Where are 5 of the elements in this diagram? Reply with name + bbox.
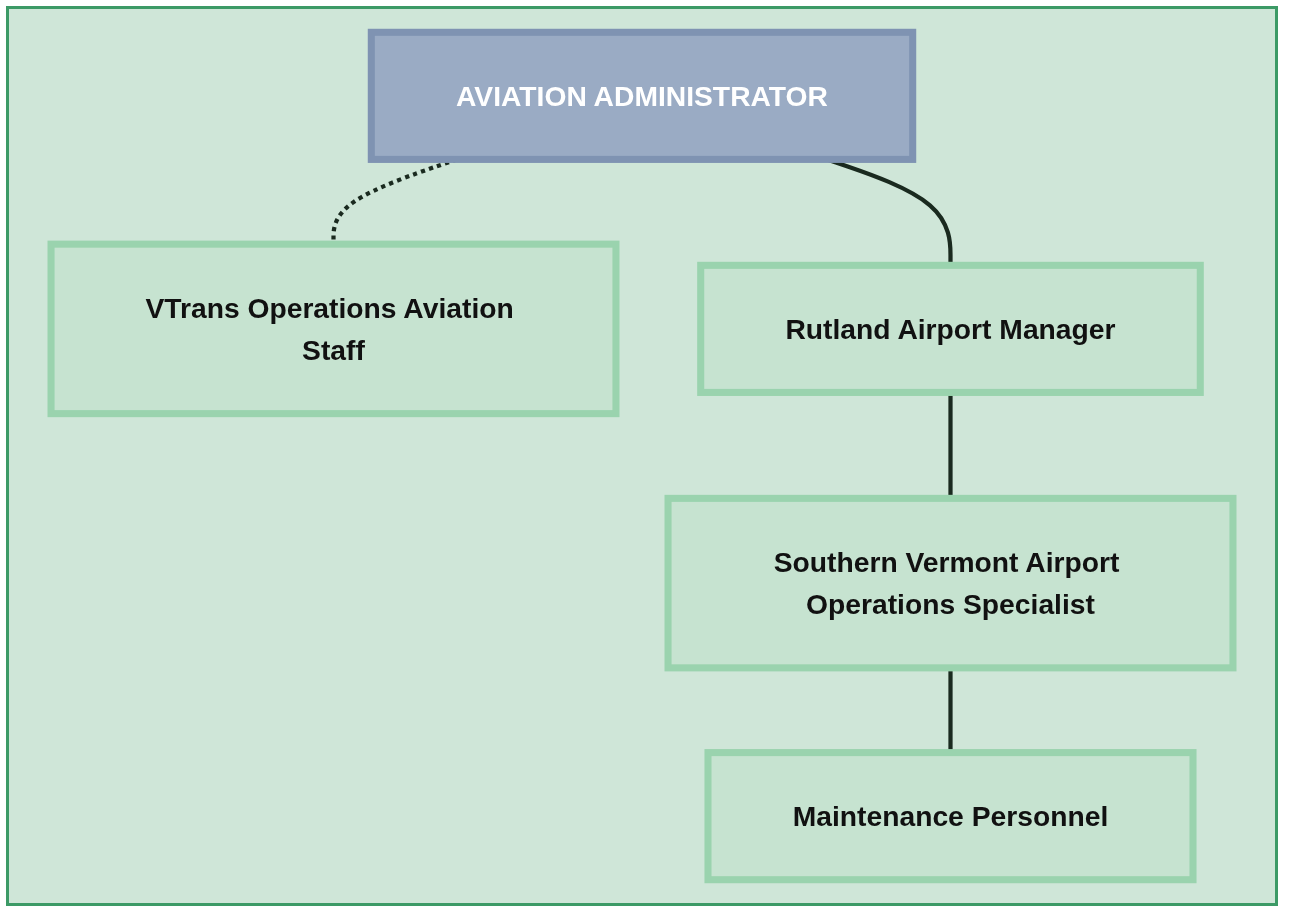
node-box: AVIATION ADMINISTRATOR: [367, 28, 917, 163]
node-box: Rutland Airport Manager: [697, 261, 1204, 396]
node-box: Maintenance Personnel: [704, 749, 1197, 884]
node-box: Southern Vermont Airport Operations Specialist: [664, 494, 1237, 672]
node-box: VTrans Operations Aviation Staff: [47, 240, 620, 418]
